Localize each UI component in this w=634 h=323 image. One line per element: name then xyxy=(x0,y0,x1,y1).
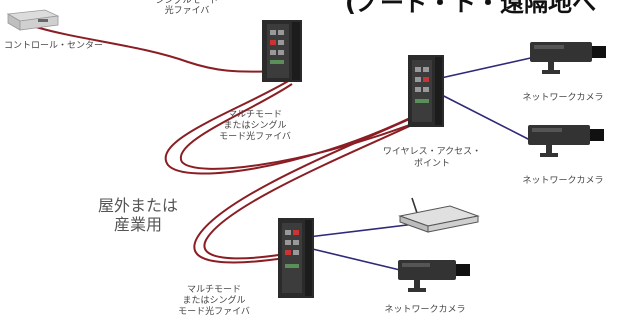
label-top-fiber: シングルモード 光ファイバ xyxy=(155,0,219,16)
industrial-switch-1 xyxy=(262,20,302,82)
label-multimode-fiber-1: マルチモード またはシングル モード光ファイバ xyxy=(219,110,291,142)
fiber-links xyxy=(35,26,415,264)
copper-link-to-camera-2 xyxy=(431,89,531,141)
label-control-center: コントロール・センター xyxy=(4,41,104,51)
label-wireless-access-point: ワイヤレス・アクセス・ ポイント xyxy=(382,147,482,169)
copper-link-to-wireless xyxy=(299,223,416,239)
copper-links xyxy=(299,56,536,271)
label-camera-1: ネットワークカメラ xyxy=(522,93,604,103)
fiber-link-switch2-to-switch3-outer xyxy=(193,117,413,264)
diagram-title-partial: (ノード・ト・遠隔地へ xyxy=(345,0,596,17)
network-camera-2 xyxy=(528,125,604,157)
fiber-link-switch2-to-switch3-inner xyxy=(203,123,415,260)
label-camera-3: ネットワークカメラ xyxy=(384,305,466,315)
label-camera-2: ネットワークカメラ xyxy=(522,176,604,186)
industrial-switch-3 xyxy=(278,218,314,298)
label-outdoor-industrial: 屋外または 産業用 xyxy=(97,196,178,234)
control-center-server xyxy=(6,9,60,31)
fiber-link-control-to-switch1 xyxy=(35,26,281,73)
fiber-link-switch1-to-switch2-inner xyxy=(179,83,413,170)
copper-link-to-camera-3 xyxy=(299,245,401,271)
network-camera-3 xyxy=(398,260,470,292)
wireless-router-icon xyxy=(398,197,480,233)
copper-link-to-camera-1 xyxy=(431,56,536,81)
label-multimode-fiber-2: マルチモード またはシングル モード光ファイバ xyxy=(178,285,250,317)
industrial-switch-2 xyxy=(408,55,444,127)
network-camera-1 xyxy=(530,42,606,74)
